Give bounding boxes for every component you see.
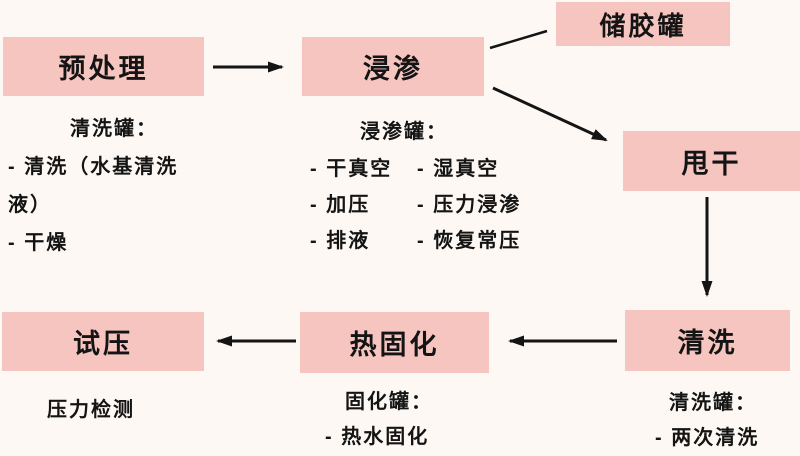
node-pretreatment: 预处理: [3, 37, 204, 96]
note-line: - 恢复常压: [417, 230, 522, 252]
note-impregnation-left-column: - 干真空 - 加压 - 排液: [310, 151, 392, 259]
note-cleaning-title: 清洗罐：: [669, 392, 757, 414]
note-line: 液）: [8, 194, 52, 216]
note-heat-curing-line: - 热水固化: [325, 426, 430, 448]
note-pressure-test-line: 压力检测: [47, 399, 135, 421]
note-line: - 加压: [310, 194, 371, 216]
note-line: - 排液: [310, 230, 371, 252]
node-heat-curing: 热固化: [300, 312, 489, 373]
note-heat-curing-title: 固化罐：: [345, 391, 433, 413]
node-cleaning: 清洗: [625, 310, 790, 371]
note-line: - 压力浸渗: [417, 194, 522, 216]
note-impregnation-title: 浸渗罐：: [360, 121, 448, 143]
node-spin-dry: 甩干: [623, 131, 800, 191]
note-pretreatment-lines: - 清洗（水基清洗 液） - 干燥: [8, 148, 178, 262]
node-glue-tank: 储胶罐: [556, 2, 730, 46]
note-line: - 干燥: [8, 232, 69, 254]
note-pretreatment-title: 清洗罐：: [70, 118, 158, 140]
line-impregnation-to-glue-tank: [489, 29, 548, 50]
note-line: - 干真空: [310, 158, 393, 180]
arrow-impregnation-to-spin-dry: [492, 86, 608, 142]
note-cleaning-line: - 两次清洗: [655, 427, 760, 449]
note-impregnation-right-column: - 湿真空 - 压力浸渗 - 恢复常压: [417, 151, 521, 259]
note-line: - 清洗（水基清洗: [8, 156, 179, 178]
node-impregnation: 浸渗: [302, 37, 484, 96]
note-line: - 湿真空: [417, 158, 500, 180]
node-pressure-test: 试压: [2, 312, 204, 371]
